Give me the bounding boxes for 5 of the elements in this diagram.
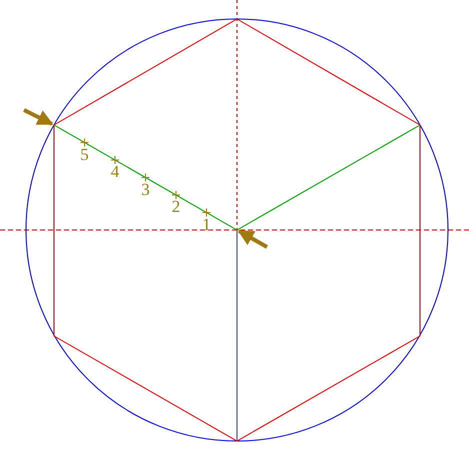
tick-number: 5 bbox=[80, 146, 89, 162]
tick-number: 3 bbox=[141, 180, 150, 198]
tick-number: 2 bbox=[172, 198, 180, 215]
tick-number: 1 bbox=[202, 216, 211, 232]
tick-number: 4 bbox=[110, 163, 120, 180]
